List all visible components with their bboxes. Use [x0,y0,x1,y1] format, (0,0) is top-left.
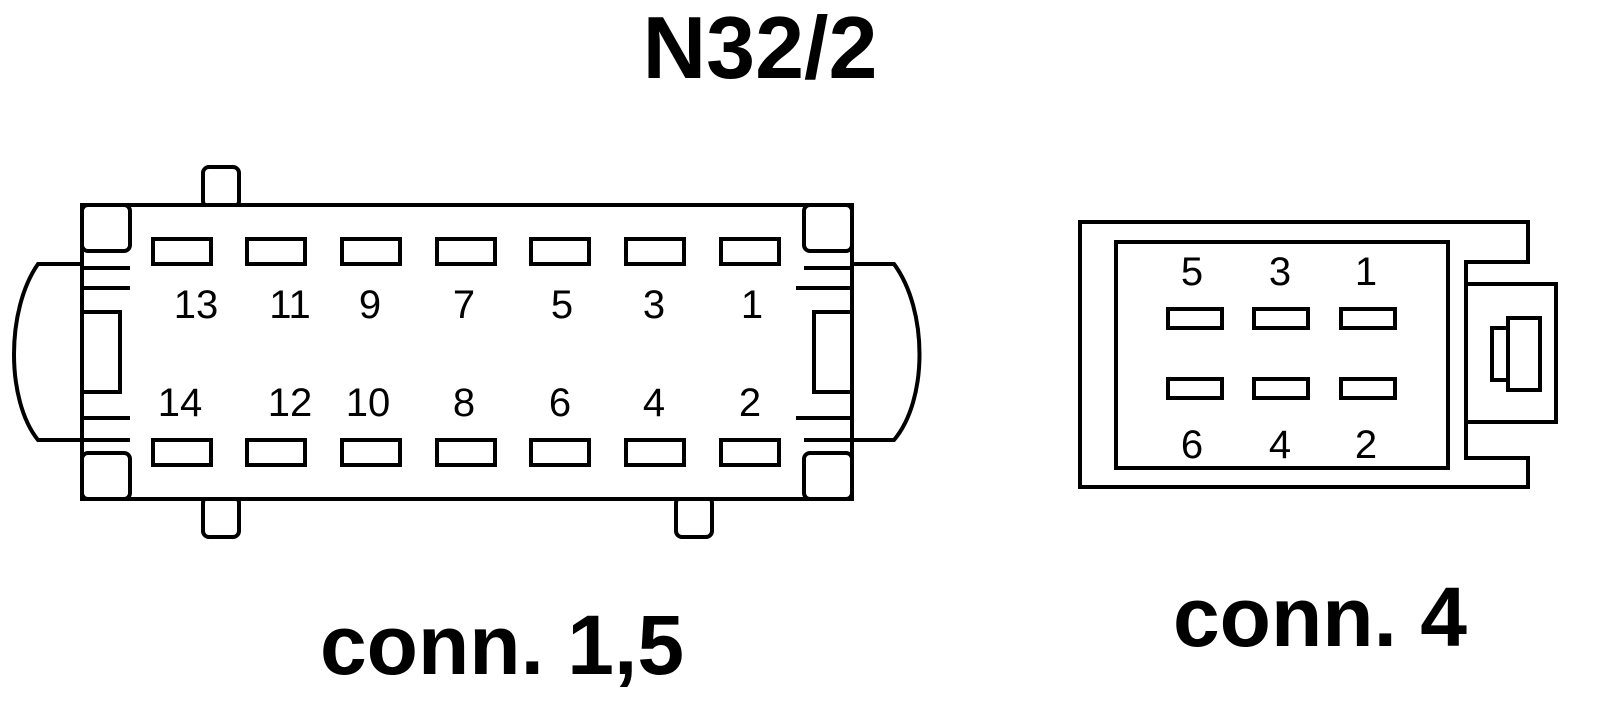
terminal-slots-6 [1166,307,1397,400]
pin-numbers-bottom-row: 6 4 2 [1181,423,1377,467]
terminal-slot [245,237,307,266]
pin-number: 4 [1269,423,1291,467]
right-inner-rail [812,310,854,394]
terminal-slots-14 [151,237,781,467]
bottom-key-tab-left [201,495,241,539]
connector-housing-outline [1078,220,1530,489]
terminal-slot [529,237,591,266]
pin-number: 13 [174,283,219,327]
pin-number: 7 [453,283,475,327]
diagram-title: N32/2 [643,0,878,97]
pin-number: 14 [158,381,203,425]
pin-numbers-top-row: 5 3 1 [1181,250,1377,294]
pin-numbers-top-row: 13 11 9 7 5 3 1 [174,283,763,327]
terminal-slot [1166,307,1224,330]
connector-6-pin: 5 3 1 6 4 2 conn. 4 [1078,220,1558,664]
corner-block-bottom-right [802,451,854,501]
connector-label: conn. 4 [1173,570,1467,664]
pin-number: 5 [551,283,573,327]
terminal-slot [1166,377,1224,400]
terminal-slot [435,438,497,467]
pin-number: 12 [268,381,313,425]
pin-number: 5 [1181,250,1203,294]
terminal-slot [340,237,402,266]
terminal-slot [1339,307,1397,330]
terminal-slot [719,438,781,467]
terminal-slot [435,237,497,266]
corner-block-top-right [802,203,854,253]
latch-nub [1490,326,1510,382]
connector-face [1114,240,1450,470]
terminal-slot [1339,377,1397,400]
terminal-slot [151,438,213,467]
left-latch [12,262,82,442]
pin-number: 10 [346,381,391,425]
corner-block-bottom-left [80,451,132,501]
left-inner-rail [80,310,122,394]
terminal-slot [624,438,686,467]
terminal-slot [151,237,213,266]
side-latch [1466,282,1558,424]
left-side-ticks [82,266,130,442]
connector-label: conn. 1,5 [320,598,684,692]
pin-number: 2 [739,381,761,425]
pin-number: 8 [453,381,475,425]
right-latch [852,262,922,442]
pin-number: 1 [1355,250,1377,294]
corner-block-top-left [80,203,132,253]
pin-number: 3 [643,283,665,327]
pin-number: 1 [741,283,763,327]
top-key-tab [201,165,241,209]
pin-number: 9 [359,283,381,327]
pin-number: 6 [1181,423,1203,467]
pin-number: 3 [1269,250,1291,294]
pin-numbers-bottom-row: 14 12 10 8 6 4 2 [158,381,761,425]
terminal-slot [1252,377,1310,400]
pin-number: 2 [1355,423,1377,467]
bottom-key-tab-right [674,495,714,539]
terminal-slot [529,438,591,467]
connector-14-pin: 13 11 9 7 5 3 1 14 12 10 8 6 4 2 conn. 1… [12,165,922,692]
right-side-ticks [796,266,852,442]
terminal-slot [1252,307,1310,330]
terminal-slot [245,438,307,467]
terminal-slot [340,438,402,467]
terminal-slot [719,237,781,266]
terminal-slot [624,237,686,266]
pin-number: 11 [269,283,311,327]
pin-number: 6 [549,381,571,425]
pin-number: 4 [643,381,665,425]
